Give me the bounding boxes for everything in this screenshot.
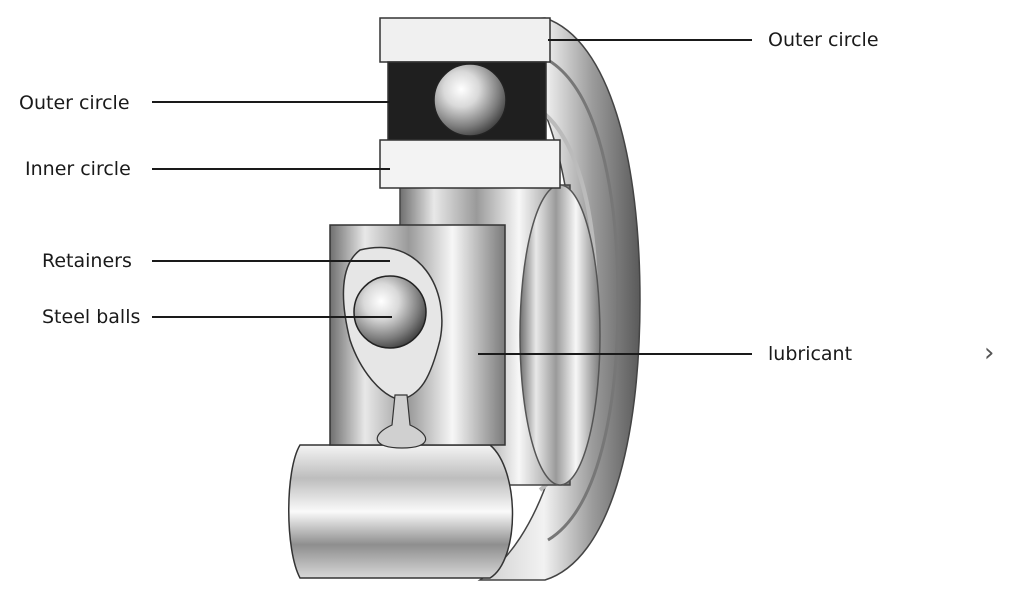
inner-ring-lower [329, 224, 506, 449]
label-inner-circle: Inner circle [25, 158, 131, 180]
label-steel-balls: Steel balls [42, 306, 141, 328]
label-outer-circle-right: Outer circle [768, 29, 879, 51]
steel-ball-top [433, 63, 507, 137]
outer-ring-top [379, 17, 561, 189]
chevron-right-icon[interactable]: › [984, 338, 995, 368]
label-lubricant: lubricant [768, 343, 853, 365]
label-retainers: Retainers [42, 250, 132, 272]
outer-ring-bottom [288, 444, 514, 579]
steel-ball-bottom [353, 275, 427, 349]
label-outer-circle-left: Outer circle [19, 92, 130, 114]
